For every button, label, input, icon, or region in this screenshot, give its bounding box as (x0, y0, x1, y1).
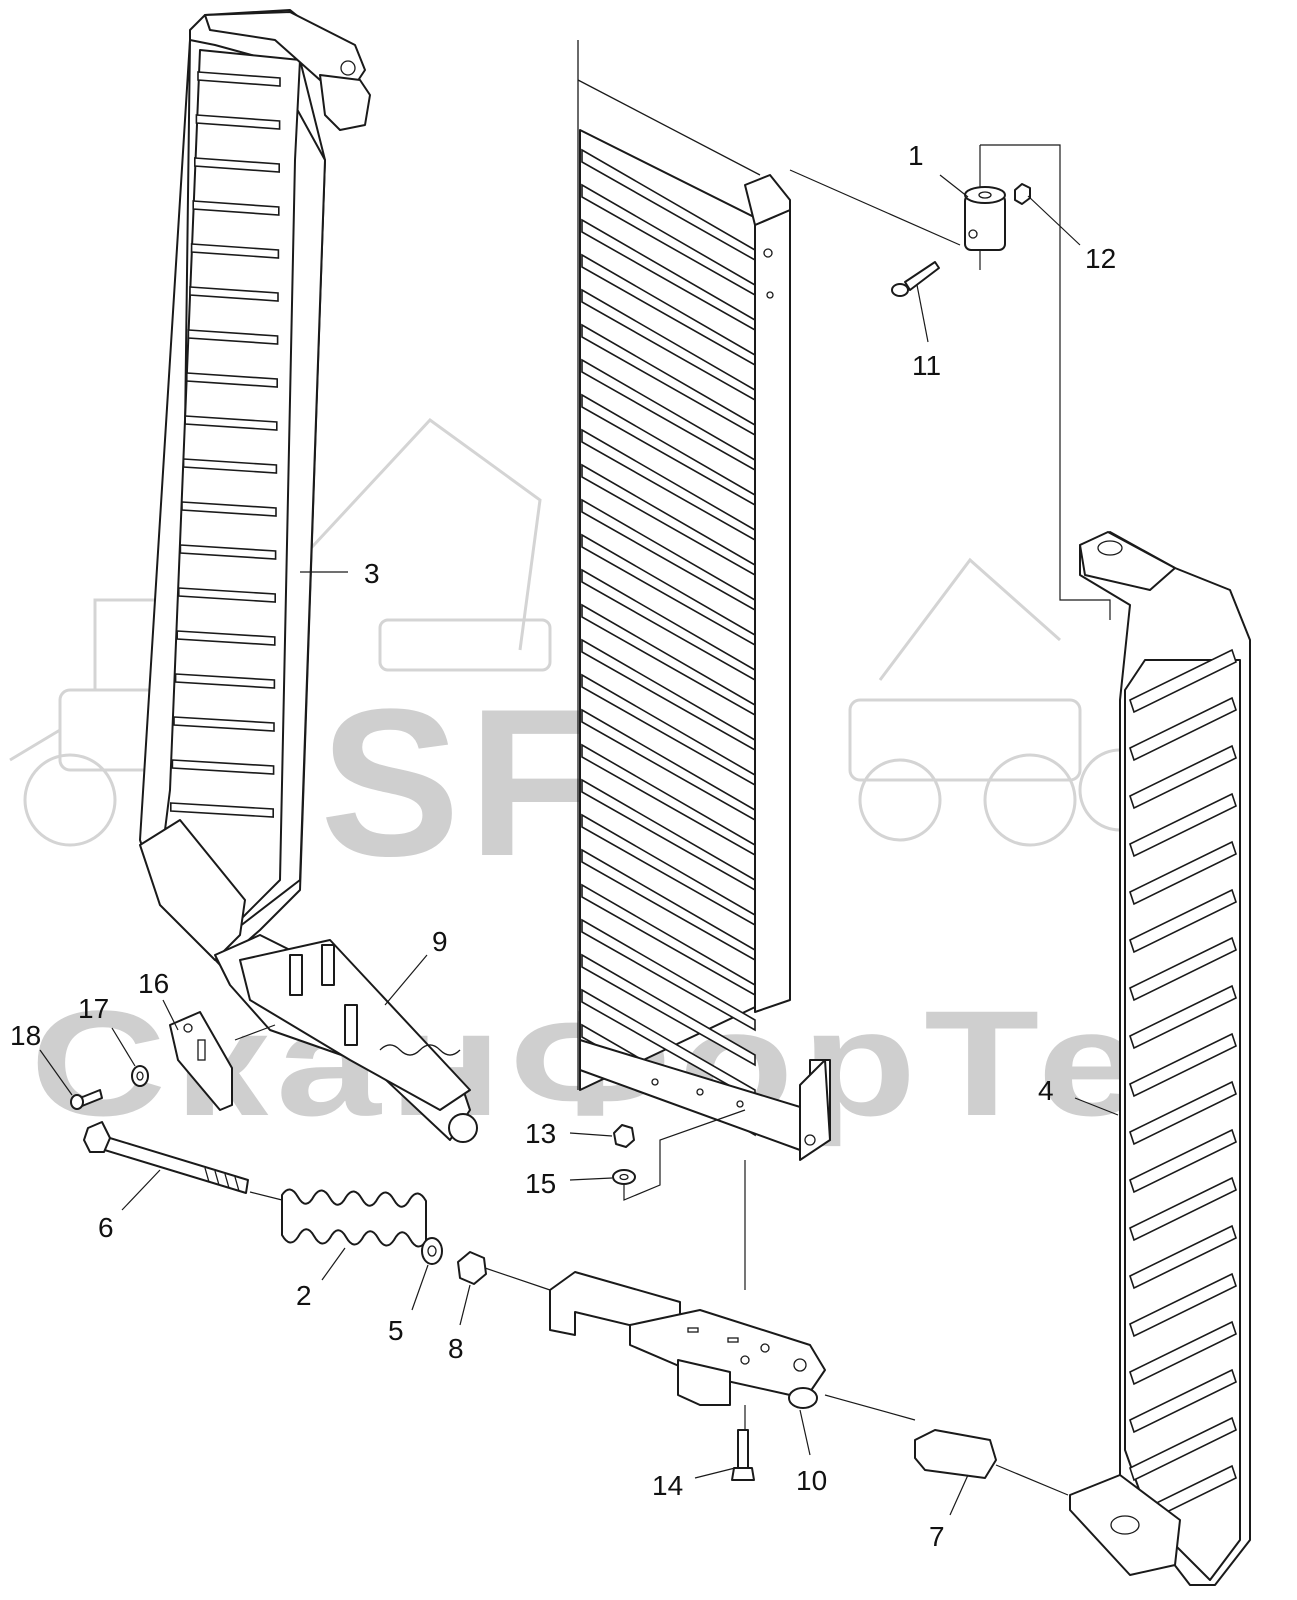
right-slat (1129, 840, 1237, 906)
right-slat (1129, 744, 1237, 810)
callout-11: 11 (912, 350, 941, 381)
right-slat (1129, 1320, 1237, 1386)
callout-6: 6 (98, 1212, 114, 1243)
washer-part-5 (421, 1237, 443, 1265)
left-slat (176, 630, 276, 646)
right-slat (1129, 1416, 1237, 1482)
callout-9: 9 (432, 926, 448, 957)
right-slat (1129, 696, 1237, 762)
center-slat (581, 953, 756, 1067)
callout-3: 3 (364, 558, 380, 589)
right-slat (1129, 888, 1237, 954)
left-slat (189, 286, 279, 302)
left-slat (186, 372, 279, 388)
leader-lines (39, 174, 1119, 1516)
right-slat (1129, 1080, 1237, 1146)
left-slat (195, 114, 281, 130)
washer-part-15 (612, 1169, 636, 1185)
left-slat (190, 243, 280, 259)
right-slat (1129, 648, 1237, 714)
callout-10: 10 (796, 1465, 827, 1496)
sleeve-part-1 (964, 186, 1006, 251)
center-slats (581, 148, 756, 1137)
bolt-part-14 (731, 1429, 755, 1481)
left-slat (192, 200, 280, 216)
center-frame-panel (577, 40, 1111, 1161)
nut-part-13 (613, 1124, 635, 1148)
left-slat (171, 759, 275, 775)
bracket-part-10 (549, 1271, 826, 1409)
left-slat (173, 716, 275, 732)
long-bolt-part-6 (83, 1121, 249, 1194)
callout-12: 12 (1085, 243, 1116, 274)
callout-2: 2 (296, 1280, 312, 1311)
block-part-7 (914, 1429, 997, 1479)
callout-17: 17 (78, 993, 109, 1024)
right-slat (1129, 936, 1237, 1002)
left-slat (184, 415, 278, 431)
left-slat (174, 673, 276, 689)
callout-8: 8 (448, 1333, 464, 1364)
right-slat (1129, 792, 1237, 858)
right-slat (1129, 1272, 1237, 1338)
callout-14: 14 (652, 1470, 683, 1501)
washer-part-17 (131, 1065, 149, 1087)
callout-4: 4 (1038, 1075, 1054, 1106)
center-slat (581, 918, 756, 1032)
nut-part-8 (457, 1251, 487, 1285)
bolt-part-11 (891, 261, 940, 297)
right-slat (1129, 1176, 1237, 1242)
watermark-excavator-icon (298, 418, 552, 672)
spring-part-2 (281, 1188, 427, 1248)
left-slat (194, 157, 281, 173)
right-slat (1129, 1128, 1237, 1194)
right-slat (1129, 984, 1237, 1050)
callout-13: 13 (525, 1118, 556, 1149)
hinge-assembly-part-9 (214, 934, 478, 1143)
right-slat (1129, 1032, 1237, 1098)
right-slat (1129, 1224, 1237, 1290)
left-slat (181, 501, 277, 517)
left-slat (187, 329, 279, 345)
callout-15: 15 (525, 1168, 556, 1199)
right-ladder-part-4 (1069, 531, 1251, 1586)
right-slat (1129, 1368, 1237, 1434)
left-slat (170, 802, 275, 818)
left-slat (197, 71, 281, 87)
screw-part-18 (70, 1089, 103, 1110)
callout-16: 16 (138, 968, 169, 999)
left-slat (179, 544, 277, 560)
callout-7: 7 (929, 1521, 945, 1552)
callout-5: 5 (388, 1315, 404, 1346)
plate-part-16 (169, 1011, 233, 1111)
left-slats (170, 71, 281, 818)
left-ladder-part-3 (139, 9, 371, 966)
left-slat (178, 587, 277, 603)
watermark-tractor-right-icon (848, 557, 1162, 847)
callout-1: 1 (908, 140, 924, 171)
callouts: 1 2 3 4 5 6 7 8 9 10 11 12 13 14 15 16 1… (10, 140, 1116, 1552)
right-slats (1129, 648, 1237, 1530)
nut-part-12 (1014, 183, 1031, 205)
left-slat (182, 458, 278, 474)
callout-18: 18 (10, 1020, 41, 1051)
